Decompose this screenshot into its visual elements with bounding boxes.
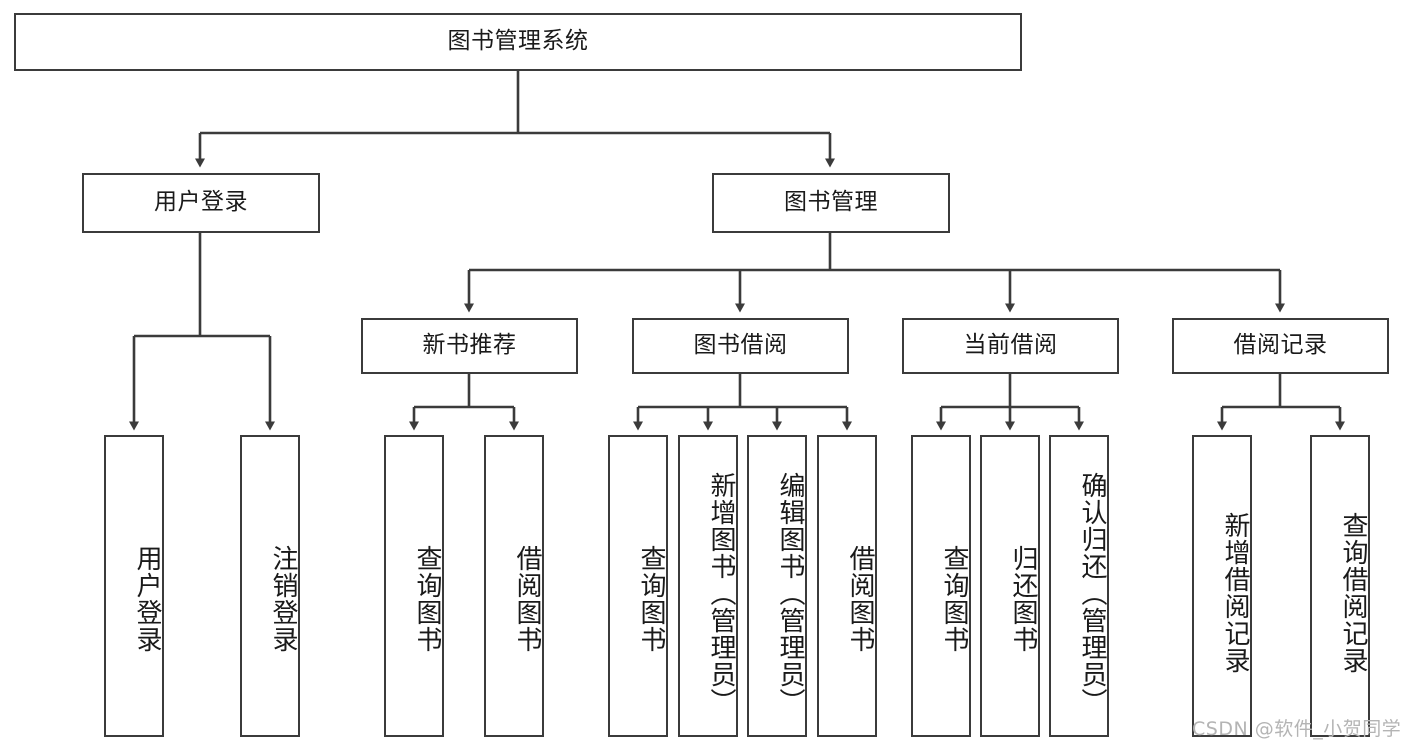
- node-book-management[interactable]: 图书管理: [712, 173, 950, 233]
- node-label: 图书借阅: [693, 332, 788, 359]
- node-label: 查询借阅记录: [1338, 512, 1368, 674]
- node-label: 用户登录: [154, 189, 248, 216]
- leaf-edit-book-admin[interactable]: 编辑图书（管理员）: [747, 435, 807, 737]
- node-label: 查询图书: [939, 545, 969, 653]
- leaf-borrow-book-recommend[interactable]: 借阅图书: [484, 435, 544, 737]
- leaf-query-book-current[interactable]: 查询图书: [911, 435, 971, 737]
- node-label: 借阅图书: [845, 545, 875, 653]
- node-label: 新书推荐: [422, 332, 517, 359]
- leaf-user-login[interactable]: 用户登录: [104, 435, 164, 737]
- node-root-book-management-system[interactable]: 图书管理系统: [14, 13, 1022, 71]
- node-label: 图书管理系统: [447, 28, 589, 55]
- node-borrow-record[interactable]: 借阅记录: [1172, 318, 1389, 374]
- csdn-watermark: CSDN @软件_小贺同学: [1192, 714, 1401, 741]
- leaf-query-book-recommend[interactable]: 查询图书: [384, 435, 444, 737]
- node-label: 图书管理: [784, 189, 878, 216]
- node-label: 借阅记录: [1233, 332, 1328, 359]
- node-new-book-recommend[interactable]: 新书推荐: [361, 318, 578, 374]
- leaf-logout[interactable]: 注销登录: [240, 435, 300, 737]
- leaf-add-book-admin[interactable]: 新增图书（管理员）: [678, 435, 738, 737]
- node-label: 新增借阅记录: [1220, 512, 1250, 674]
- node-current-borrow[interactable]: 当前借阅: [902, 318, 1119, 374]
- node-label: 用户登录: [132, 545, 162, 653]
- watermark-text: CSDN @软件_小贺同学: [1192, 718, 1402, 740]
- node-label: 归还图书: [1008, 545, 1038, 653]
- node-label: 借阅图书: [512, 545, 542, 653]
- node-label: 编辑图书（管理员）: [775, 471, 805, 715]
- leaf-confirm-return-admin[interactable]: 确认归还（管理员）: [1049, 435, 1109, 737]
- node-label: 当前借阅: [963, 332, 1058, 359]
- leaf-borrow-book[interactable]: 借阅图书: [817, 435, 877, 737]
- node-label: 新增图书（管理员）: [706, 471, 736, 715]
- node-label: 确认归还（管理员）: [1077, 471, 1107, 715]
- leaf-query-borrow-record[interactable]: 查询借阅记录: [1310, 435, 1370, 737]
- node-label: 注销登录: [268, 545, 298, 653]
- leaf-return-book[interactable]: 归还图书: [980, 435, 1040, 737]
- node-book-borrow[interactable]: 图书借阅: [632, 318, 849, 374]
- leaf-add-borrow-record[interactable]: 新增借阅记录: [1192, 435, 1252, 737]
- node-user-login[interactable]: 用户登录: [82, 173, 320, 233]
- node-label: 查询图书: [636, 545, 666, 653]
- node-label: 查询图书: [412, 545, 442, 653]
- leaf-query-book-borrow[interactable]: 查询图书: [608, 435, 668, 737]
